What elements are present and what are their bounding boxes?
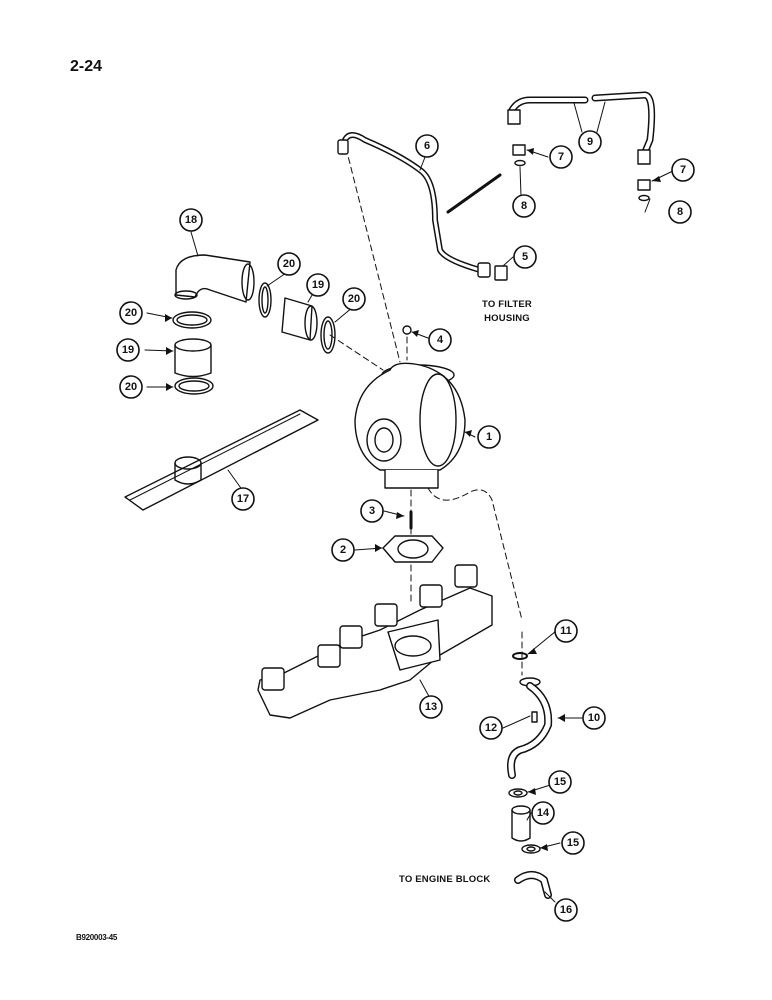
figure-code: B920003-45 (76, 933, 118, 942)
callout-20a-label: 20 (283, 258, 295, 270)
callout-20a (277, 252, 301, 276)
callout-7a (549, 145, 573, 169)
direction-arrow (446, 173, 502, 214)
callout-16 (554, 898, 578, 922)
callout-15a-label: 15 (554, 776, 566, 788)
callout-20c-label: 20 (125, 307, 137, 319)
callout-18-label: 18 (185, 214, 197, 226)
part-hoses-9 (507, 91, 656, 165)
part-drain-tube-10 (507, 677, 553, 779)
callout-8b-label: 8 (677, 206, 683, 218)
note-engine-block: TO ENGINE BLOCK (399, 874, 491, 885)
part-nut-4 (402, 325, 412, 335)
callout-7b (671, 158, 695, 182)
callout-20c (119, 301, 143, 325)
callout-20b (342, 287, 366, 311)
callout-3-label: 3 (369, 505, 375, 517)
callout-19a (306, 273, 330, 297)
part-turbocharger-1 (354, 362, 466, 489)
part-clamp-15-lower (521, 844, 541, 854)
part-hose-14 (511, 805, 531, 842)
callout-4 (428, 328, 452, 352)
part-oring-8b (638, 194, 650, 202)
callout-11-label: 11 (560, 625, 572, 637)
part-adapter-7a (512, 144, 526, 156)
callout-2 (331, 538, 355, 562)
callout-19b (116, 338, 140, 362)
part-gasket-11 (512, 652, 528, 660)
part-oring-8a (514, 159, 526, 167)
callout-20b-label: 20 (348, 293, 360, 305)
part-clamp-20-left-top (172, 311, 212, 329)
callout-12 (479, 716, 503, 740)
callout-17-label: 17 (237, 493, 249, 505)
note-filter-housing-line1: TO FILTER (481, 299, 532, 310)
note-filter-housing: TO FILTER HOUSING (469, 298, 545, 326)
part-clamp-20-left-bottom (174, 377, 214, 395)
callout-4-label: 4 (437, 334, 444, 346)
callout-8a (512, 194, 536, 218)
callout-12-label: 12 (485, 722, 497, 734)
part-clamp-20-right (320, 316, 336, 354)
callout-20d-label: 20 (125, 381, 137, 393)
callout-15a (548, 770, 572, 794)
callout-7b-label: 7 (680, 164, 686, 176)
part-elbow-18 (174, 254, 255, 303)
callout-10-label: 10 (588, 712, 600, 724)
callout-14 (531, 801, 555, 825)
part-sleeve-19-upper (281, 297, 318, 341)
callout-9-label: 9 (587, 136, 593, 148)
callout-16-label: 16 (560, 904, 572, 916)
part-elbow-16 (514, 871, 552, 899)
callout-15b-label: 15 (567, 837, 579, 849)
callout-9 (578, 130, 602, 154)
page-number: 2-24 (70, 58, 103, 75)
part-exhaust-manifold-13 (257, 564, 493, 719)
callout-6 (415, 134, 439, 158)
callout-18 (179, 208, 203, 232)
part-fitting-12 (531, 711, 538, 723)
callout-7a-label: 7 (558, 151, 564, 163)
callout-17 (231, 487, 255, 511)
callout-5-label: 5 (522, 251, 528, 263)
callout-bubbles (116, 130, 695, 922)
callout-8a-label: 8 (521, 200, 527, 212)
callout-13 (419, 695, 443, 719)
callout-13-label: 13 (425, 701, 437, 713)
callout-1-label: 1 (486, 431, 492, 443)
callout-6-label: 6 (424, 140, 430, 152)
callout-15b (561, 831, 585, 855)
callout-3 (360, 499, 384, 523)
part-fitting-5 (494, 265, 508, 281)
callout-20d (119, 375, 143, 399)
callout-19b-label: 19 (122, 344, 134, 356)
part-cover-17 (124, 409, 319, 511)
callout-14-label: 14 (537, 807, 550, 819)
part-clamp-20-upper (258, 282, 272, 318)
callout-11 (554, 619, 578, 643)
part-sleeve-19-left (174, 338, 212, 378)
part-adapter-7b (637, 179, 651, 191)
note-filter-housing-line2: HOUSING (484, 313, 530, 324)
callout-8b (668, 200, 692, 224)
callout-1 (477, 425, 501, 449)
callout-2-label: 2 (340, 544, 346, 556)
part-gasket-2 (382, 535, 444, 563)
callout-5 (513, 245, 537, 269)
callout-arrowheads (165, 148, 661, 851)
part-clamp-15-upper (508, 788, 528, 798)
callout-19a-label: 19 (312, 279, 324, 291)
callout-10 (582, 706, 606, 730)
callout-leaders (144, 101, 676, 903)
